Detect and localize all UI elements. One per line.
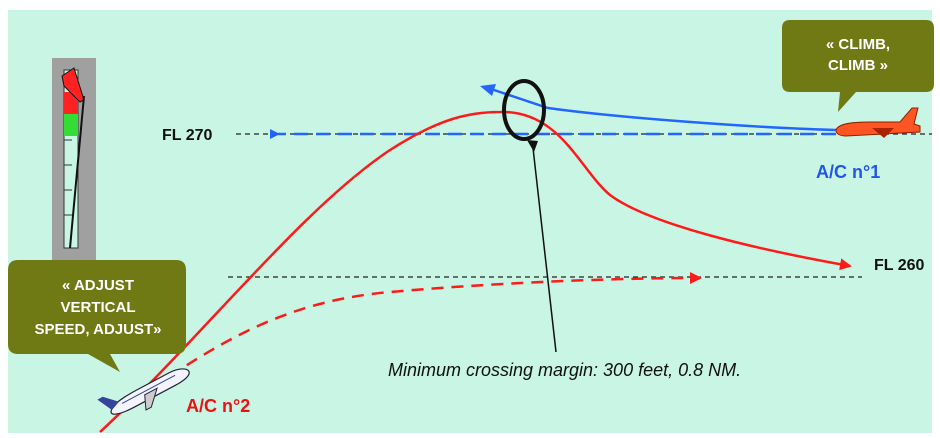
- ac1-label: A/C n°1: [816, 162, 880, 182]
- ac1-trajectory-arrowhead: [480, 84, 496, 96]
- annotation-pointer-arrowhead: [527, 140, 538, 152]
- adjust-callout-line2: VERTICAL: [61, 299, 136, 316]
- climb-callout-line1: « CLIMB,: [826, 36, 890, 53]
- vertical-speed-indicator-icon: [52, 58, 96, 264]
- airliner-icon: [97, 368, 190, 415]
- crossing-margin-annotation: Minimum crossing margin: 300 feet, 0.8 N…: [388, 360, 741, 380]
- crossing-point-ellipse: [502, 79, 546, 141]
- fl260-label: FL 260: [874, 257, 925, 274]
- fl270-label: FL 270: [162, 127, 213, 144]
- climb-callout-line2: CLIMB »: [828, 57, 888, 74]
- adjust-callout-line3: SPEED, ADJUST»: [35, 321, 162, 338]
- airliner-icon: [835, 107, 921, 138]
- annotation-pointer-line: [532, 147, 557, 353]
- ac1-actual-trajectory: [493, 88, 837, 132]
- adjust-callout-line1: « ADJUST: [62, 277, 134, 294]
- background-panel: [8, 10, 932, 433]
- adjust-advisory-callout: « ADJUST VERTICAL SPEED, ADJUST»: [8, 260, 186, 372]
- ac2-label: A/C n°2: [186, 396, 250, 416]
- climb-advisory-callout: « CLIMB, CLIMB »: [782, 20, 934, 112]
- ac2-actual-trajectory: [99, 110, 852, 433]
